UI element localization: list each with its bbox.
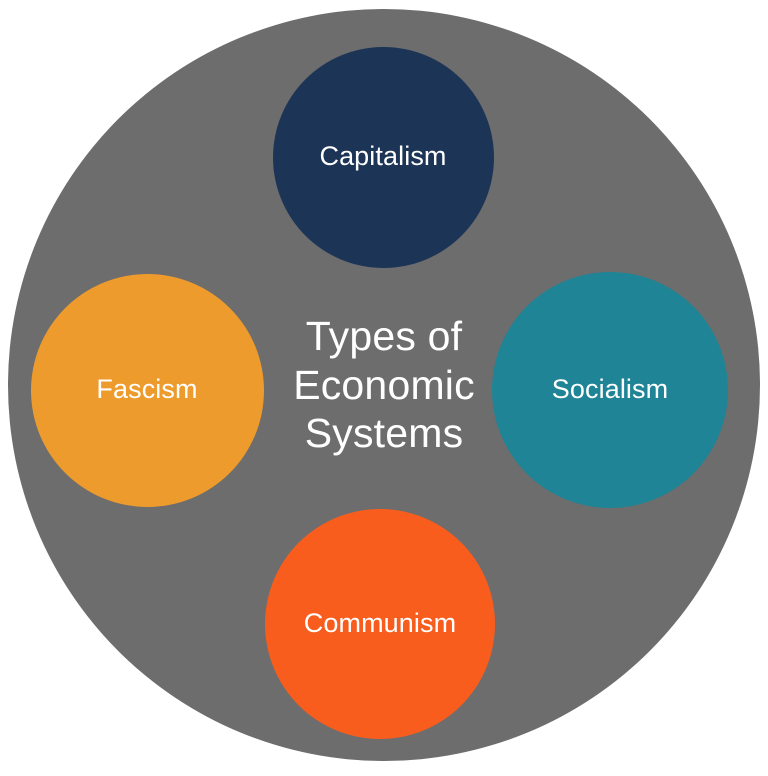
node-label-capitalism: Capitalism xyxy=(319,141,447,172)
node-label-fascism: Fascism xyxy=(96,374,198,405)
node-circle-socialism[interactable]: Socialism xyxy=(492,272,728,508)
node-label-communism: Communism xyxy=(303,608,457,639)
node-circle-capitalism[interactable]: Capitalism xyxy=(272,46,494,268)
node-circle-communism[interactable]: Communism xyxy=(265,509,495,739)
node-circle-fascism[interactable]: Fascism xyxy=(30,273,264,507)
node-label-socialism: Socialism xyxy=(551,374,669,405)
